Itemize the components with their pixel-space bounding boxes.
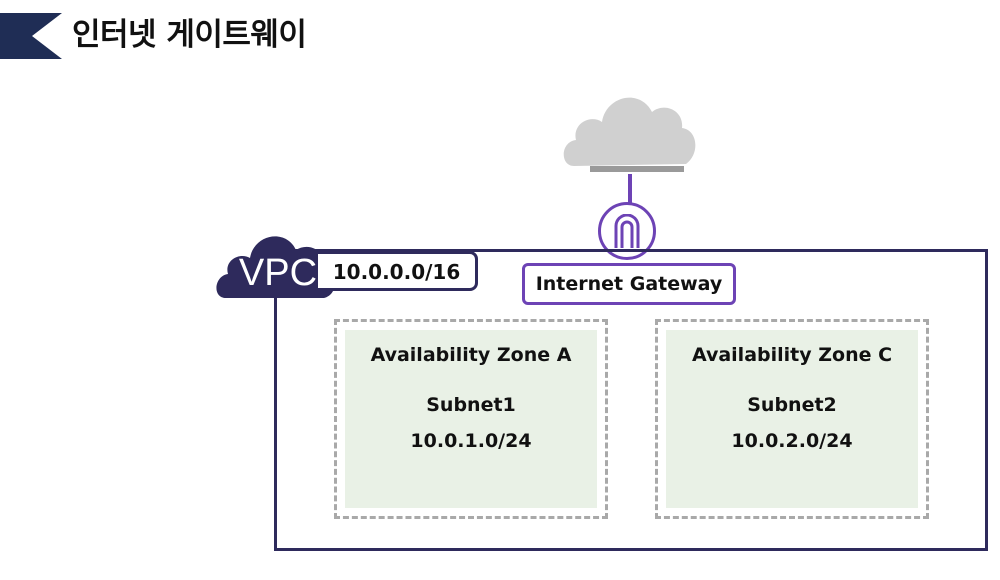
vpc-container — [274, 249, 988, 551]
zone-c-title: Availability Zone C — [691, 344, 893, 366]
availability-zone-a: Availability Zone A Subnet1 10.0.1.0/24 — [334, 319, 608, 519]
page-title: 인터넷 게이트웨이 — [72, 17, 307, 53]
zone-a-title: Availability Zone A — [370, 344, 572, 366]
vpc-cidr: 10.0.0.0/16 — [318, 251, 478, 291]
gateway-connector-line — [628, 174, 632, 204]
subnet2-name: Subnet2 — [747, 394, 837, 416]
vpc-cloud-icon — [216, 236, 336, 298]
subnet2-area: Availability Zone C Subnet2 10.0.2.0/24 — [666, 330, 918, 508]
vpc-label: VPC — [238, 252, 318, 294]
title-banner-arrow — [0, 13, 62, 59]
subnet1-name: Subnet1 — [426, 394, 516, 416]
cloud-icon — [563, 97, 696, 172]
subnet2-cidr: 10.0.2.0/24 — [731, 430, 853, 452]
subnet1-cidr: 10.0.1.0/24 — [410, 430, 532, 452]
subnet1-area: Availability Zone A Subnet1 10.0.1.0/24 — [345, 330, 597, 508]
availability-zone-c: Availability Zone C Subnet2 10.0.2.0/24 — [655, 319, 929, 519]
internet-gateway-label: Internet Gateway — [522, 263, 736, 305]
gateway-arch-icon — [614, 214, 640, 248]
